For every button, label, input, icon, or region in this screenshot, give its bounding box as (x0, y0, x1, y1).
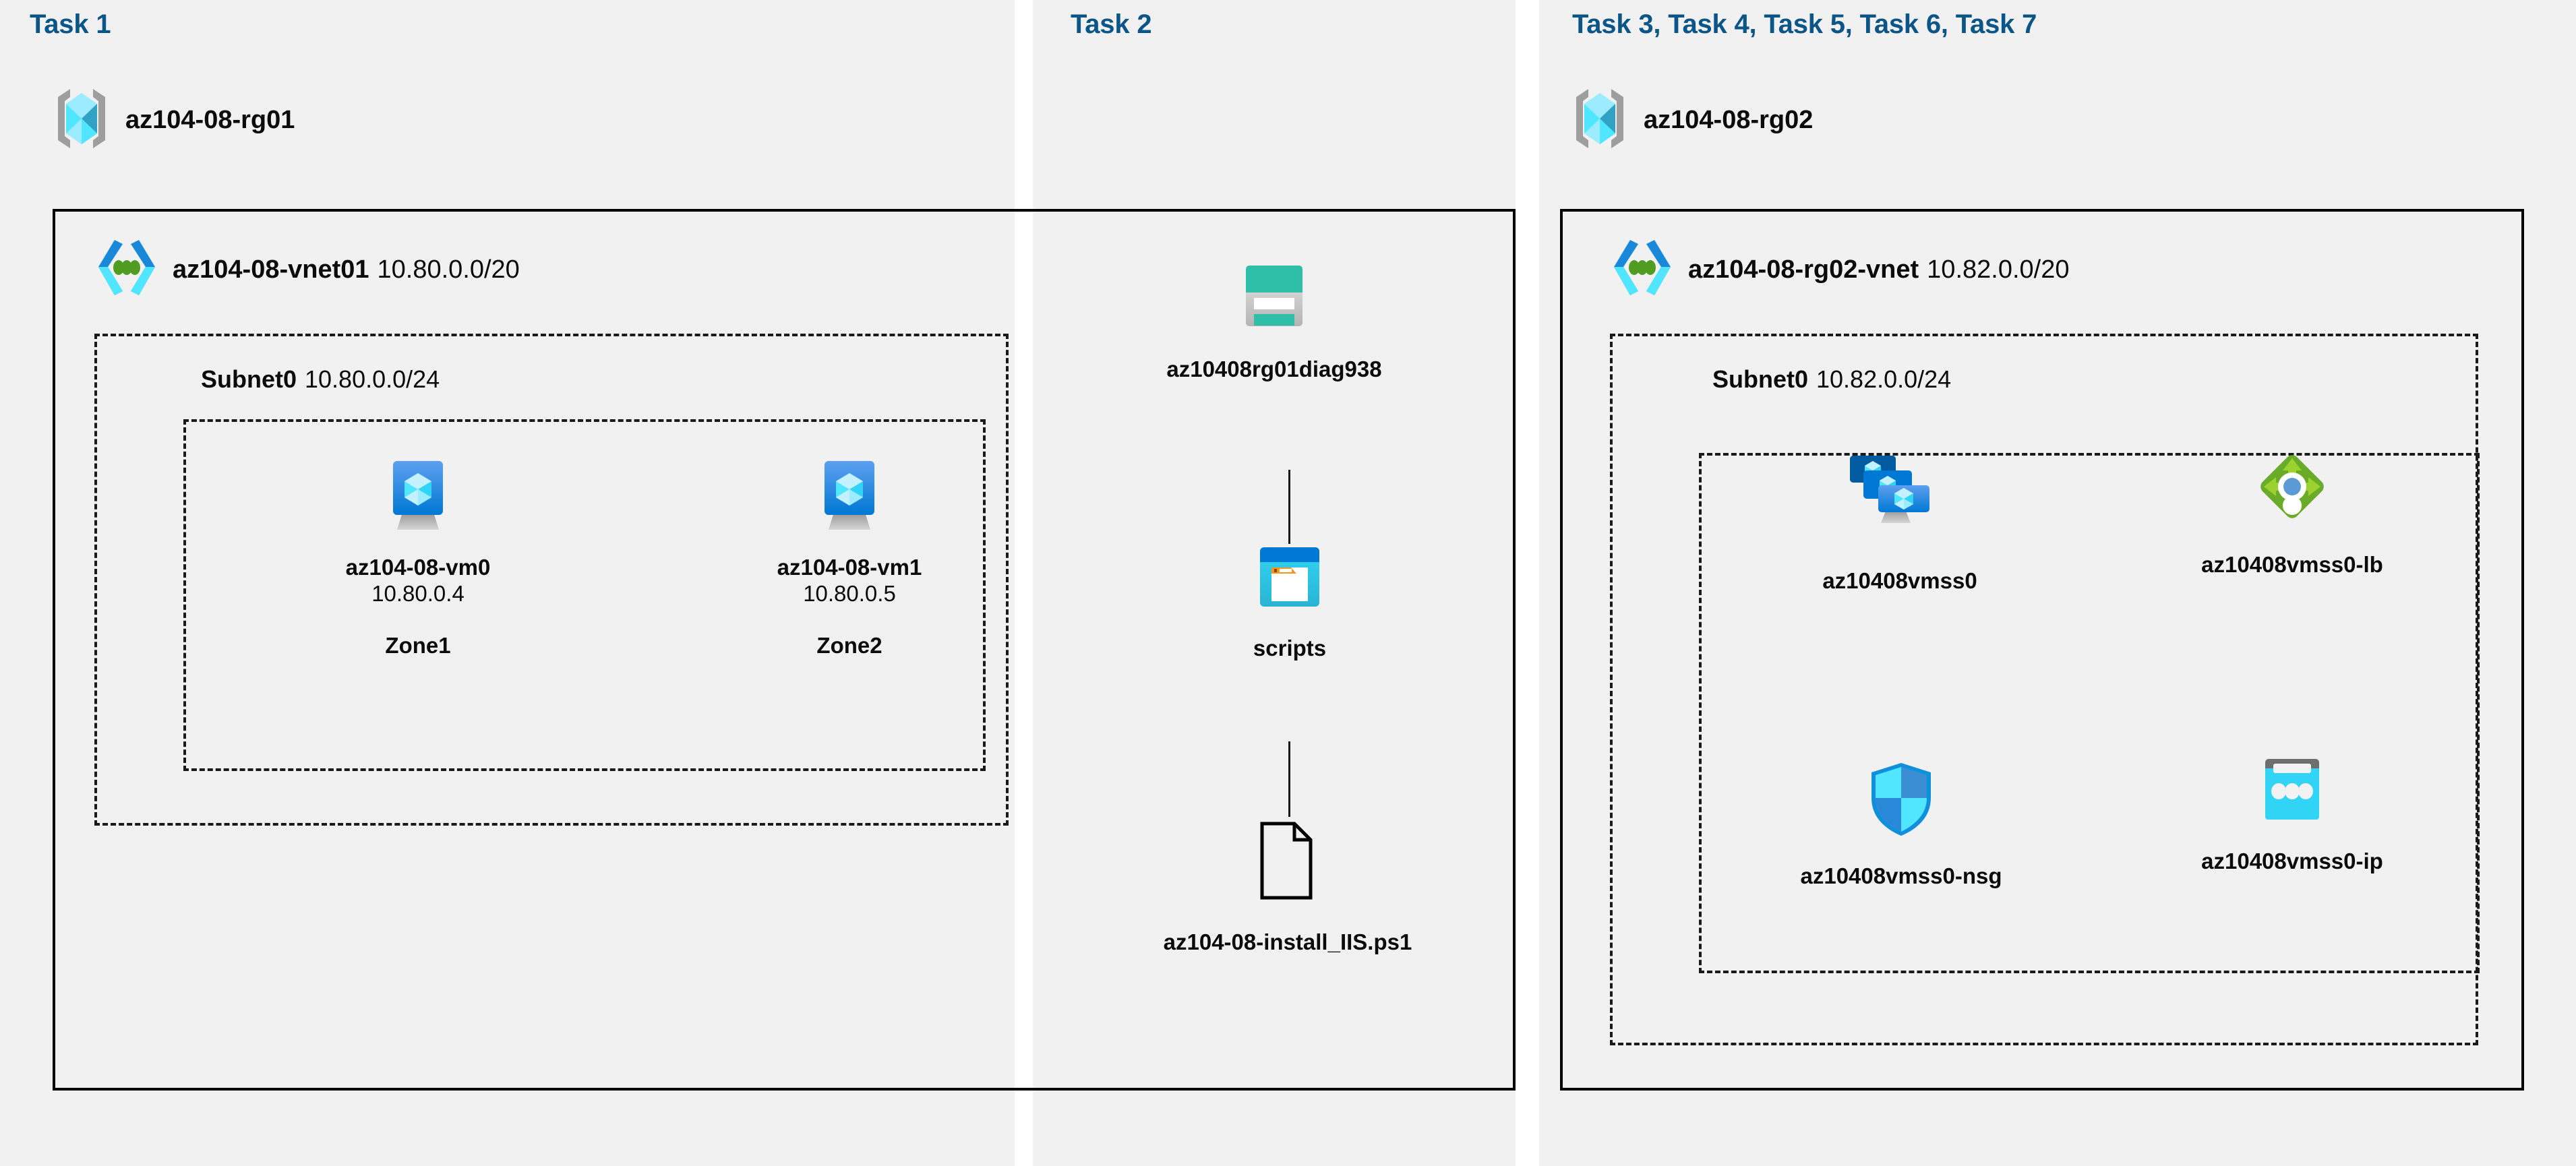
connector-storage-to-container (1288, 470, 1290, 544)
storage-account-node[interactable]: az10408rg01diag938 (1106, 263, 1443, 383)
network-security-group-node[interactable]: az10408vmss0-nsg (1746, 760, 2056, 890)
vnet-name-rg02-vnet: az104-08-rg02-vnet (1688, 255, 1919, 284)
subnet-header-task1: Subnet0 10.80.0.0/24 (201, 365, 440, 394)
vm-node-0[interactable]: az104-08-vm0 10.80.0.4 Zone1 (303, 460, 533, 658)
vm-ip-1: 10.80.0.5 (803, 580, 896, 606)
resource-group-boundary-task3 (1699, 453, 2480, 973)
file-label: az104-08-install_IIS.ps1 (1163, 929, 1412, 954)
storage-account-icon (1242, 263, 1307, 342)
vm-scale-set-node[interactable]: az10408vmss0 (1758, 453, 2041, 594)
resource-group-icon (53, 86, 111, 154)
panel-gutter-bottom (1015, 1092, 1033, 1166)
task-title-2: Task 2 (1071, 9, 1152, 39)
panel-gutter-middle (1015, 216, 1033, 1082)
vm-scale-set-label: az10408vmss0 (1822, 568, 1977, 593)
file-icon (1257, 821, 1319, 904)
vm-label-0: az104-08-vm0 (345, 555, 491, 580)
blob-container-icon (1257, 545, 1322, 613)
virtual-network-icon (94, 237, 159, 303)
file-node[interactable]: az104-08-install_IIS.ps1 (1065, 821, 1510, 956)
resource-group-icon (1571, 86, 1629, 154)
subnet-header-task3: Subnet0 10.82.0.0/24 (1712, 365, 1951, 394)
storage-account-label: az10408rg01diag938 (1166, 357, 1382, 381)
virtual-network-icon (1610, 237, 1675, 303)
vnet-cidr-rg02-vnet: 10.82.0.0/20 (1927, 255, 2070, 284)
subnet-cidr-task3: 10.82.0.0/24 (1816, 365, 1952, 393)
vnet-name-vnet01: az104-08-vnet01 (173, 255, 369, 284)
vm-ip-0: 10.80.0.4 (371, 580, 465, 606)
subnet-name-task3: Subnet0 (1712, 365, 1809, 393)
vnet-boundary-rg02-vnet (1560, 209, 2524, 1091)
resource-group-header-rg01: az104-08-rg01 (53, 86, 295, 154)
vnet-boundary-vnet01 (53, 209, 1516, 1091)
public-ip-address-icon (2258, 756, 2326, 827)
vm-label-1: az104-08-vm1 (777, 555, 922, 580)
virtual-machine-icon (810, 460, 889, 537)
panel-gutter-top (1015, 0, 1033, 208)
vm-node-1[interactable]: az104-08-vm1 10.80.0.5 Zone2 (735, 460, 964, 658)
vnet-header-vnet01: az104-08-vnet01 10.80.0.0/20 (94, 237, 520, 303)
vnet-cidr-vnet01: 10.80.0.0/20 (377, 255, 520, 284)
network-security-group-icon (1866, 760, 1936, 842)
resource-group-label-rg02: az104-08-rg02 (1644, 106, 1814, 134)
task-title-3: Task 3, Task 4, Task 5, Task 6, Task 7 (1572, 9, 2037, 39)
task-title-1: Task 1 (30, 9, 111, 39)
virtual-machine-icon (378, 460, 458, 537)
resource-group-label-rg01: az104-08-rg01 (125, 106, 295, 134)
network-security-group-label: az10408vmss0-nsg (1800, 863, 2002, 888)
subnet-cidr-task1: 10.80.0.0/24 (305, 365, 440, 393)
connector-container-to-file (1288, 741, 1290, 817)
vm-zone-0: Zone1 (385, 632, 451, 658)
vm-zone-1: Zone2 (816, 632, 882, 658)
panel-task1 (0, 0, 1015, 1166)
blob-container-label: scripts (1253, 636, 1327, 661)
public-ip-address-node[interactable]: az10408vmss0-ip (2144, 756, 2440, 875)
load-balancer-icon (2252, 446, 2333, 530)
blob-container-node[interactable]: scripts (1158, 545, 1421, 662)
vm-scale-set-icon (1849, 453, 1951, 551)
load-balancer-label: az10408vmss0-lb (2201, 552, 2383, 577)
resource-group-header-rg02: az104-08-rg02 (1571, 86, 1813, 154)
subnet-boundary-subnet0-task1 (94, 334, 1009, 826)
zone-group-boundary-task1 (183, 419, 986, 771)
subnet-name-task1: Subnet0 (201, 365, 297, 393)
load-balancer-node[interactable]: az10408vmss0-lb (2151, 446, 2434, 578)
vnet-header-rg02-vnet: az104-08-rg02-vnet 10.82.0.0/20 (1610, 237, 2069, 303)
public-ip-address-label: az10408vmss0-ip (2201, 849, 2383, 873)
